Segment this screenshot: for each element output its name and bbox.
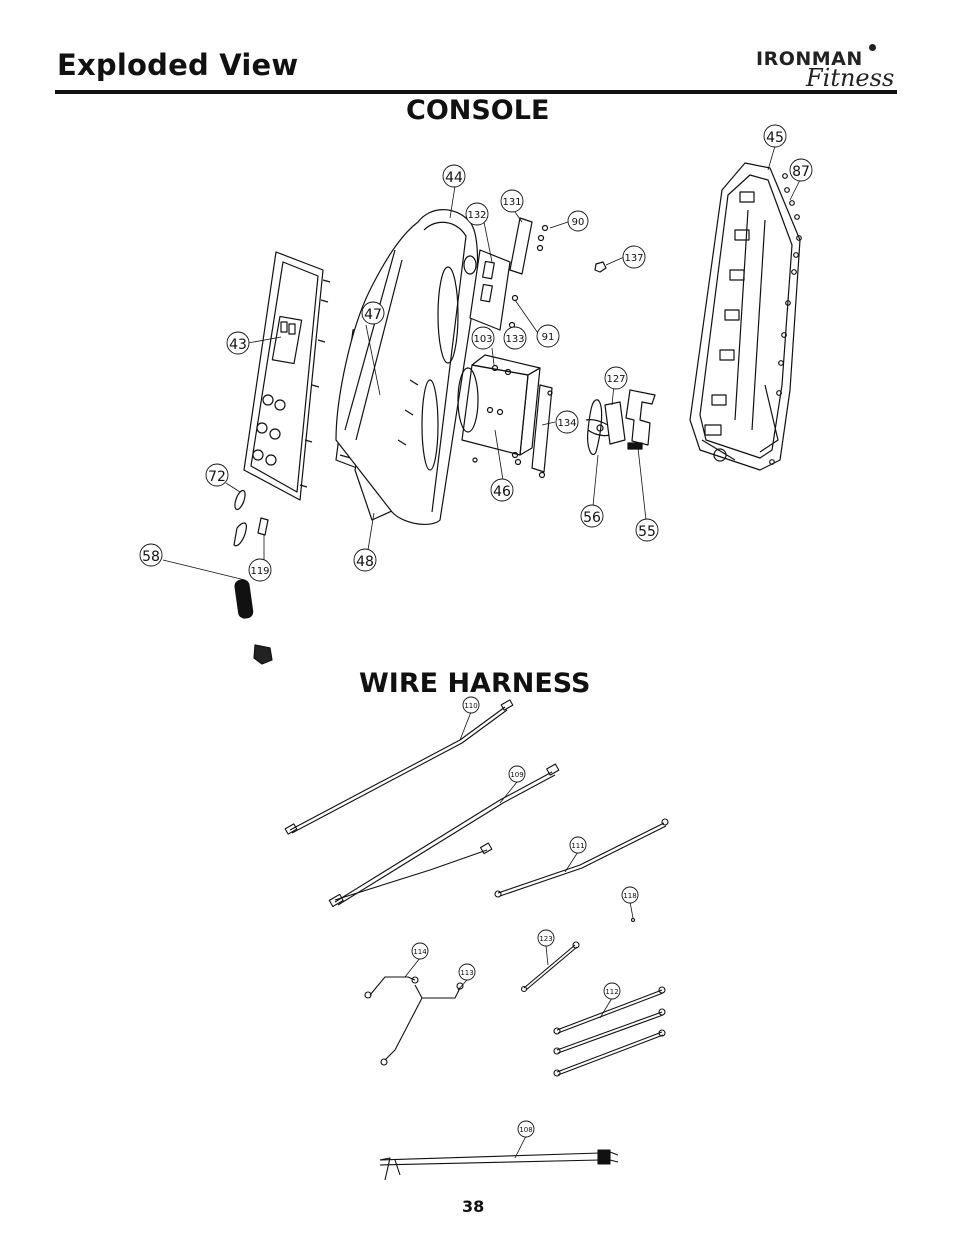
callout-45: 45	[766, 130, 784, 146]
callout-111: 111	[571, 842, 584, 850]
callout-103: 103	[473, 334, 492, 345]
callout-109: 109	[510, 771, 523, 779]
callout-112: 112	[605, 988, 618, 996]
part-72-cap	[234, 489, 246, 511]
callout-44: 44	[445, 170, 463, 186]
wire-harness-parts	[284, 699, 669, 1181]
callout-56: 56	[583, 510, 601, 526]
header-rule	[55, 90, 897, 94]
part-55-bracket	[625, 389, 656, 450]
part-56-fan	[585, 399, 615, 456]
callout-48: 48	[356, 554, 374, 570]
logo-main-text: IRONMAN	[756, 48, 863, 70]
callout-127: 127	[606, 374, 625, 385]
console-section-title: CONSOLE	[406, 95, 550, 126]
callout-87: 87	[792, 164, 810, 180]
part-119-switch	[257, 517, 269, 536]
wire-harness-section-title: WIRE HARNESS	[359, 668, 591, 699]
part-137-nut	[594, 261, 607, 273]
callout-43: 43	[229, 337, 247, 353]
part-127-motor	[604, 401, 626, 445]
callout-118: 118	[623, 892, 636, 900]
callout-123: 123	[539, 935, 552, 943]
callout-133: 133	[505, 334, 524, 345]
callout-137: 137	[624, 253, 643, 264]
callout-90: 90	[572, 217, 585, 228]
part-46-box	[457, 354, 541, 466]
part-58-handle	[234, 579, 273, 665]
callout-55: 55	[638, 524, 656, 540]
callout-110: 110	[464, 702, 477, 710]
part-131-small-board	[509, 217, 533, 275]
callout-114: 114	[413, 948, 427, 956]
callout-132: 132	[467, 210, 486, 221]
part-72b-clip	[233, 522, 247, 547]
logo-sub-text: Fitness	[806, 64, 895, 92]
callout-131: 131	[502, 197, 521, 208]
part-87-screws	[769, 173, 802, 465]
part-45-rear-housing	[689, 162, 801, 471]
callout-58: 58	[142, 549, 160, 565]
callout-47: 47	[364, 307, 382, 323]
callout-46: 46	[493, 484, 511, 500]
callout-134: 134	[557, 418, 576, 429]
callout-119: 119	[250, 566, 269, 577]
part-132-display-board	[469, 249, 511, 331]
ironman-fitness-logo: IRONMAN Fitness	[754, 44, 900, 92]
callout-108: 108	[519, 1126, 532, 1134]
callout-72: 72	[208, 469, 226, 485]
logo-dot	[869, 44, 876, 51]
callout-91: 91	[542, 332, 555, 343]
part-134-board	[531, 384, 553, 479]
page-title: Exploded View	[57, 48, 299, 82]
page-number: 38	[462, 1197, 485, 1216]
callout-113: 113	[460, 969, 473, 977]
part-43-overlay-panel	[243, 251, 331, 501]
